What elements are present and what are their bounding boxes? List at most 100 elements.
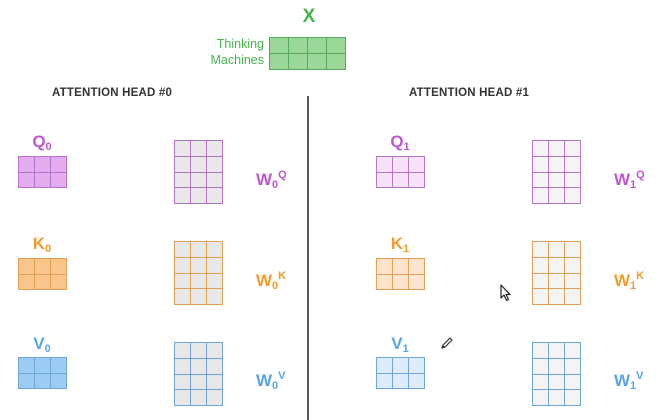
- matrix-cell: [377, 259, 392, 274]
- input-label-line2: Machines: [210, 53, 265, 67]
- matrix-cell: [207, 289, 222, 304]
- matrix-cell: [191, 172, 206, 188]
- head-1-q-label: Q1: [376, 132, 424, 153]
- matrix-cell: [549, 156, 564, 172]
- matrix-cell: [35, 157, 50, 172]
- head-1-wq-label: W1Q: [614, 169, 645, 191]
- matrix-cell: [270, 54, 288, 69]
- matrix-cell: [35, 274, 50, 289]
- matrix-cell: [191, 343, 206, 358]
- matrix-cell: [191, 188, 206, 203]
- matrix-cell: [308, 38, 326, 53]
- head-1-title: ATTENTION HEAD #1: [409, 87, 530, 99]
- matrix-cell: [175, 374, 190, 390]
- matrix-cell: [565, 273, 580, 289]
- matrix-cell: [533, 141, 548, 156]
- matrix-cell: [409, 172, 424, 187]
- matrix-cell: [409, 274, 424, 289]
- matrix-cell: [35, 373, 50, 388]
- matrix-cell: [191, 390, 206, 405]
- matrix-cell: [533, 172, 548, 188]
- matrix-cell: [175, 257, 190, 273]
- matrix-cell: [549, 141, 564, 156]
- matrix-cell: [19, 274, 34, 289]
- head-1-k-sub: 1: [403, 243, 410, 255]
- head-0-v-label: V0: [18, 334, 66, 355]
- head-0-title: ATTENTION HEAD #0: [52, 87, 173, 99]
- matrix-cell: [19, 259, 34, 274]
- matrix-cell: [393, 274, 408, 289]
- head-0-wk-label: W0K: [256, 270, 286, 292]
- head-0-q-label: Q0: [18, 132, 66, 153]
- matrix-cell: [409, 373, 424, 388]
- matrix-cell: [207, 188, 222, 203]
- head-1-wv-letter: W: [614, 371, 631, 390]
- head-0-k-sub: 0: [45, 243, 52, 255]
- head-0-v-matrix: [18, 357, 67, 389]
- head-1-wq-sup: Q: [636, 169, 645, 181]
- matrix-cell: [549, 242, 564, 257]
- matrix-cell: [19, 373, 34, 388]
- head-1-wq-letter: W: [614, 170, 631, 189]
- matrix-cell: [327, 54, 345, 69]
- head-0-wq-letter: W: [256, 170, 273, 189]
- matrix-cell: [377, 172, 392, 187]
- matrix-cell: [565, 188, 580, 203]
- matrix-cell: [393, 157, 408, 172]
- head-0-wk-sup: K: [278, 270, 287, 282]
- matrix-cell: [565, 374, 580, 390]
- matrix-cell: [565, 242, 580, 257]
- matrix-cell: [207, 242, 222, 257]
- matrix-cell: [207, 141, 222, 156]
- matrix-cell: [207, 273, 222, 289]
- head-1-wk-sub: 1: [630, 280, 637, 292]
- head-1-k-label: K1: [376, 234, 424, 255]
- head-divider: [307, 96, 309, 420]
- head-0-k-matrix: [18, 258, 67, 290]
- input-x-matrix: [269, 37, 346, 70]
- head-1-wk-letter: W: [614, 271, 631, 290]
- pencil-icon[interactable]: [440, 336, 454, 350]
- head-1-wk-label: W1K: [614, 270, 644, 292]
- matrix-cell: [19, 157, 34, 172]
- matrix-cell: [549, 390, 564, 405]
- matrix-cell: [207, 257, 222, 273]
- head-1-wk-sup: K: [636, 270, 645, 282]
- matrix-cell: [533, 343, 548, 358]
- matrix-cell: [191, 141, 206, 156]
- head-0-k-label: K0: [18, 234, 66, 255]
- matrix-cell: [549, 273, 564, 289]
- matrix-cell: [533, 188, 548, 203]
- matrix-cell: [191, 289, 206, 304]
- matrix-cell: [377, 157, 392, 172]
- matrix-cell: [565, 257, 580, 273]
- matrix-cell: [207, 156, 222, 172]
- matrix-cell: [19, 172, 34, 187]
- matrix-cell: [270, 38, 288, 53]
- matrix-cell: [175, 141, 190, 156]
- matrix-cell: [207, 390, 222, 405]
- matrix-cell: [549, 343, 564, 358]
- head-1-v-sub: 1: [402, 343, 409, 355]
- matrix-cell: [549, 172, 564, 188]
- head-1-wv-sup: V: [636, 370, 644, 382]
- head-1-wq-sub: 1: [630, 179, 637, 191]
- matrix-cell: [289, 54, 307, 69]
- head-1-v-label: V1: [376, 334, 424, 355]
- matrix-cell: [175, 390, 190, 405]
- head-0-wk-letter: W: [256, 271, 273, 290]
- matrix-cell: [207, 343, 222, 358]
- matrix-cell: [175, 289, 190, 304]
- matrix-cell: [533, 289, 548, 304]
- head-0-q-sub: 0: [45, 141, 52, 153]
- matrix-cell: [565, 390, 580, 405]
- matrix-cell: [393, 172, 408, 187]
- matrix-cell: [565, 343, 580, 358]
- matrix-cell: [565, 156, 580, 172]
- input-x-title: X: [302, 6, 316, 27]
- matrix-cell: [191, 257, 206, 273]
- matrix-cell: [533, 156, 548, 172]
- matrix-cell: [289, 38, 307, 53]
- matrix-cell: [409, 157, 424, 172]
- matrix-cell: [191, 242, 206, 257]
